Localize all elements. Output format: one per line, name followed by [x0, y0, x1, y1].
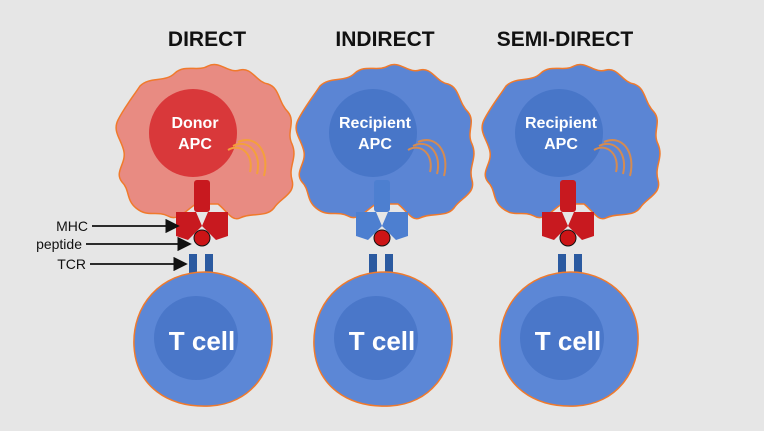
heading-semi-direct: SEMI-DIRECT	[497, 28, 634, 51]
mhc-molecule-direct	[176, 180, 228, 240]
label-mhc: MHC	[56, 218, 88, 234]
recipient-nucleus-indirect	[329, 89, 417, 177]
heading-direct: DIRECT	[168, 28, 246, 51]
recipient-apc-label-line1-indirect: Recipient	[339, 115, 412, 132]
heading-indirect: INDIRECT	[335, 28, 434, 51]
recipient-golgi-semi-direct	[593, 139, 633, 177]
donor-golgi	[227, 139, 267, 177]
recipient-apc-label-line2-semi-direct: APC	[544, 136, 578, 153]
mhc-molecule-semi-direct	[542, 180, 594, 240]
label-peptide: peptide	[36, 236, 82, 252]
semi-direct-panel: Recipient APC T cell	[481, 63, 661, 407]
t-cell-label-indirect: T cell	[349, 326, 415, 356]
t-cell-nucleus-semi-direct	[520, 296, 604, 380]
t-cell-label-semi-direct: T cell	[535, 326, 601, 356]
label-tcr: TCR	[57, 256, 86, 272]
donor-nucleus	[149, 89, 237, 177]
donor-apc-label-line2: APC	[178, 136, 212, 153]
peptide-indirect	[373, 229, 391, 247]
indirect-panel: Recipient APC T cell	[295, 63, 475, 407]
t-cell-nucleus-indirect	[334, 296, 418, 380]
mhc-molecule-indirect	[356, 180, 408, 240]
direct-panel: Donor APC T cell	[115, 63, 295, 407]
t-cell-label-direct: T cell	[169, 326, 235, 356]
recipient-nucleus-semi-direct	[515, 89, 603, 177]
recipient-golgi-indirect	[407, 139, 447, 177]
donor-apc-label-line1: Donor	[171, 115, 218, 132]
recipient-apc-label-line1-semi-direct: Recipient	[525, 115, 598, 132]
side-labels: MHC peptide TCR	[36, 218, 192, 272]
t-cell-nucleus-direct	[154, 296, 238, 380]
recipient-apc-label-line2-indirect: APC	[358, 136, 392, 153]
peptide-semi-direct	[559, 229, 577, 247]
peptide-direct	[193, 229, 211, 247]
